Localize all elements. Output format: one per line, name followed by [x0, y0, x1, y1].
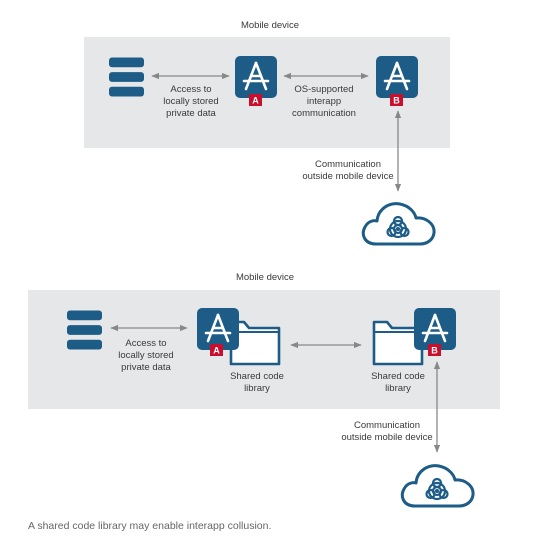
d1-outside-label: Communication outside mobile device	[283, 159, 413, 183]
d1-badge-a-text: A	[252, 96, 259, 106]
d1-database-icon	[109, 57, 144, 97]
d2-shared-a-label: Shared code library	[222, 371, 292, 395]
d1-badge-b-text: B	[393, 96, 400, 106]
d2-outside-label: Communication outside mobile device	[322, 420, 452, 444]
d2-title: Mobile device	[235, 272, 295, 283]
d1-app-b-icon[interactable]	[376, 56, 418, 98]
d1-comm-line-3: communication	[292, 108, 356, 119]
d2-access-line-1: Access to	[125, 338, 167, 349]
d1-access-line-3: private data	[166, 108, 216, 119]
d2-shared-b-line-1: Shared code	[371, 371, 425, 382]
d2-shared-a-line-2: library	[244, 383, 270, 394]
d1-access-line-1: Access to	[170, 84, 212, 95]
d1-access-line-2: locally stored	[163, 96, 219, 107]
d2-shared-b-line-2: library	[385, 383, 411, 394]
d2-shared-b-label: Shared code library	[363, 371, 433, 395]
d1-title: Mobile device	[240, 20, 300, 31]
d2-app-b-icon[interactable]	[414, 308, 456, 350]
d2-badge-a	[210, 344, 223, 356]
d2-badge-b-text: B	[431, 346, 438, 356]
d2-outside-line-1: Communication	[354, 420, 420, 431]
d1-access-label: Access to locally stored private data	[146, 84, 236, 120]
d2-access-line-2: locally stored	[118, 350, 174, 361]
d1-app-a-icon[interactable]	[235, 56, 277, 98]
d1-cloud-biohazard-icon	[361, 202, 436, 246]
d2-access-label: Access to locally stored private data	[101, 338, 191, 374]
d2-database-icon	[67, 310, 102, 350]
d2-app-a-icon[interactable]	[197, 308, 239, 350]
d1-comm-label: OS-supported interapp communication	[276, 84, 372, 120]
d2-outside-line-2: outside mobile device	[341, 432, 433, 443]
d1-outside-line-2: outside mobile device	[302, 171, 394, 182]
d1-comm-line-2: interapp	[306, 96, 342, 107]
d2-access-line-3: private data	[121, 362, 171, 373]
d1-badge-a	[249, 94, 262, 106]
d2-badge-a-text: A	[213, 346, 220, 356]
d1-outside-line-1: Communication	[315, 159, 381, 170]
d2-badge-b	[428, 344, 441, 356]
d2-cloud-biohazard-icon	[400, 464, 475, 508]
figure-caption: A shared code library may enable interap…	[28, 520, 272, 532]
d1-comm-line-1: OS-supported	[294, 84, 354, 95]
d2-shared-a-line-1: Shared code	[230, 371, 284, 382]
d1-badge-b	[390, 94, 403, 106]
